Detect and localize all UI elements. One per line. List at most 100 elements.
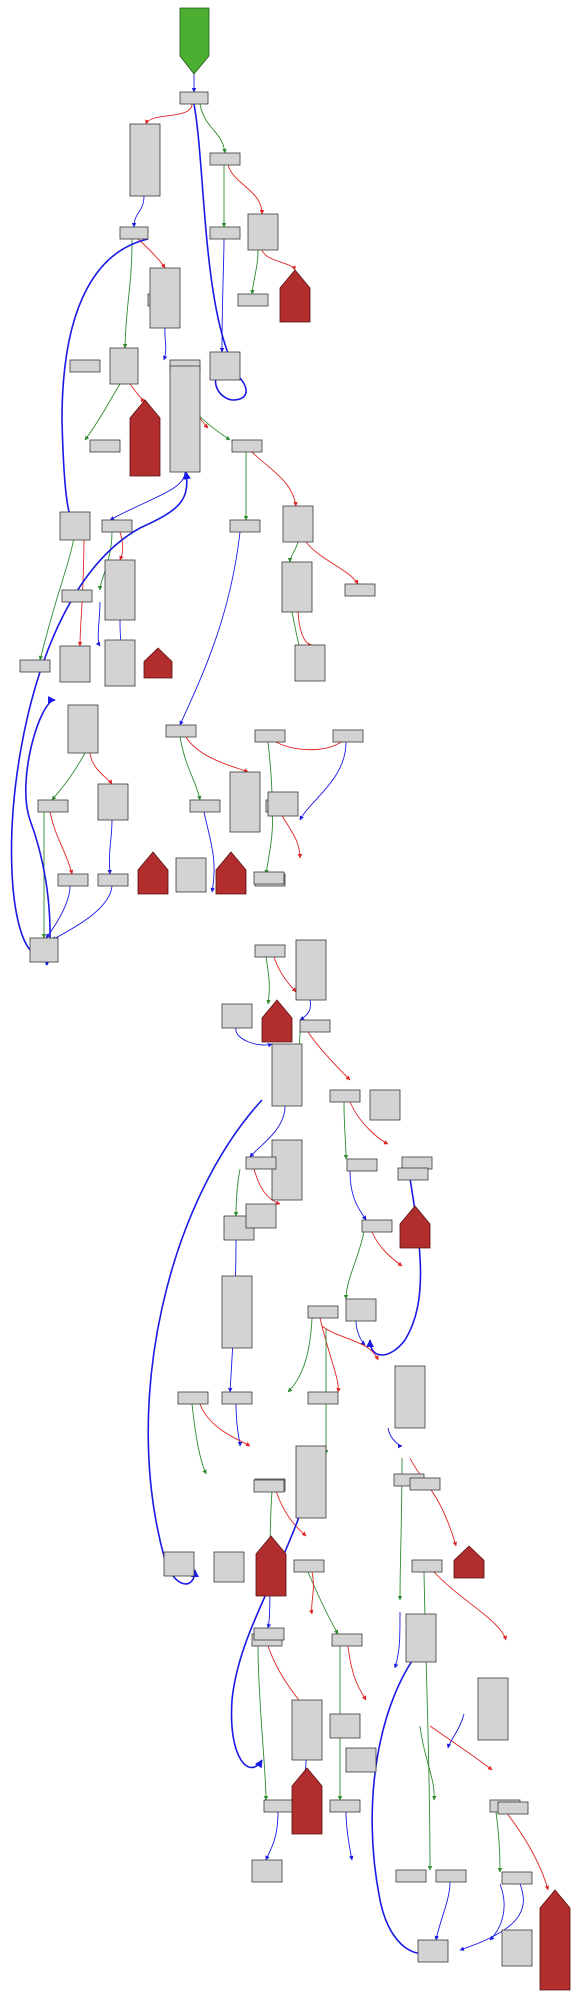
false-edge-2: [145, 103, 193, 125]
true-edge-59: [233, 1168, 241, 1217]
basic-block-48: [299, 1019, 331, 1033]
basic-block-50: [329, 1089, 361, 1103]
basic-block-84: [263, 1799, 295, 1813]
true-edge-87: [257, 1645, 269, 1801]
true-edge-11: [122, 238, 133, 349]
false-edge-94: [433, 1571, 507, 1641]
false-edge-21: [251, 451, 298, 507]
true-edge-35: [179, 736, 202, 801]
basic-block-64: [221, 1391, 253, 1405]
true-edge-28: [287, 541, 299, 563]
true-edge-90: [419, 1725, 437, 1801]
true-edge-71: [191, 1403, 207, 1475]
basic-block-22: [282, 505, 314, 543]
basic-block-59: [397, 1167, 429, 1181]
false-edge-55: [307, 1031, 351, 1081]
basic-block-56: [361, 1219, 393, 1233]
basic-block-10: [69, 359, 101, 373]
true-edge-3: [199, 103, 227, 154]
true-edge-97: [495, 1811, 503, 1873]
basic-block-70: [295, 1445, 327, 1519]
basic-block-37: [189, 799, 221, 813]
false-edge-79: [409, 1457, 458, 1547]
true-edge-57: [343, 1101, 349, 1160]
terminal-node-3: [143, 647, 173, 679]
basic-block-5: [209, 226, 241, 240]
basic-block-89: [345, 1747, 377, 1773]
basic-block-43: [29, 937, 59, 963]
true-edge-33: [51, 752, 86, 801]
true-edge-81: [307, 1571, 339, 1635]
jump-edge-101: [371, 1649, 433, 1958]
terminal-node-5: [215, 851, 247, 895]
basic-block-58: [401, 1156, 433, 1170]
true-edge-14: [84, 383, 121, 441]
basic-block-36: [332, 729, 364, 743]
basic-block-17: [59, 511, 91, 541]
basic-block-28: [294, 644, 326, 682]
jump-edge-61: [147, 1099, 263, 1585]
jump-edge-47: [299, 741, 347, 821]
jump-edge-92: [446, 1713, 465, 1749]
false-edge-34: [89, 752, 113, 785]
basic-block-66: [394, 1365, 426, 1429]
jump-edge-13: [162, 327, 168, 361]
basic-block-15: [169, 365, 201, 473]
jump-edge-70: [235, 1403, 243, 1447]
basic-block-6: [247, 213, 279, 251]
basic-block-65: [307, 1391, 339, 1405]
basic-block-75: [331, 1633, 363, 1647]
basic-block-26: [281, 561, 313, 613]
jump-edge-26: [95, 601, 101, 647]
false-edge-58: [349, 1101, 389, 1145]
false-edge-15: [129, 383, 146, 403]
false-edge-36: [185, 736, 249, 773]
jump-edge-41: [51, 885, 113, 941]
basic-block-53: [245, 1156, 277, 1170]
false-edge-82: [309, 1571, 314, 1615]
false-edge-43: [279, 811, 303, 859]
basic-block-25: [104, 639, 136, 687]
basic-block-20: [104, 559, 136, 621]
basic-block-21: [229, 519, 261, 533]
basic-block-18: [101, 519, 133, 533]
basic-block-74: [293, 1559, 325, 1573]
basic-block-73: [409, 1477, 441, 1491]
entry-node: [179, 7, 210, 75]
false-edge-29: [305, 541, 359, 585]
basic-block-27: [344, 583, 376, 597]
basic-block-86: [251, 1859, 283, 1883]
terminal-node-11: [539, 1889, 571, 1991]
basic-block-90: [497, 1801, 529, 1815]
basic-block-71: [253, 1479, 285, 1493]
false-edge-12: [137, 238, 166, 269]
jump-edge-19: [109, 471, 186, 521]
terminal-node-1: [279, 269, 311, 323]
basic-block-55: [346, 1158, 378, 1172]
basic-block-77: [405, 1613, 437, 1663]
jump-edge-65: [355, 1320, 366, 1346]
terminal-node-8: [255, 1535, 287, 1597]
basic-block-92: [501, 1929, 533, 1967]
basic-block-47: [221, 1003, 253, 1029]
basic-block-88: [395, 1869, 427, 1883]
basic-block-57: [221, 1275, 253, 1349]
true-edge-51: [265, 956, 271, 1005]
basic-block-38: [57, 873, 89, 887]
jump-edge-99: [434, 1881, 451, 1941]
basic-block-80: [329, 1713, 361, 1739]
basic-block-8: [237, 293, 269, 307]
false-edge-32: [297, 611, 313, 648]
false-edge-91: [429, 1725, 493, 1771]
terminal-node-10: [291, 1767, 323, 1835]
basic-block-44: [295, 939, 327, 1001]
basic-block-46: [253, 871, 285, 885]
false-edge-6: [227, 164, 265, 215]
basic-block-68: [163, 1551, 195, 1577]
basic-block-82: [253, 1627, 285, 1641]
basic-block-13: [209, 351, 241, 381]
basic-block-87: [435, 1869, 467, 1883]
basic-block-83: [329, 1799, 361, 1813]
basic-block-93: [501, 1871, 533, 1885]
true-edge-63: [343, 1231, 365, 1300]
